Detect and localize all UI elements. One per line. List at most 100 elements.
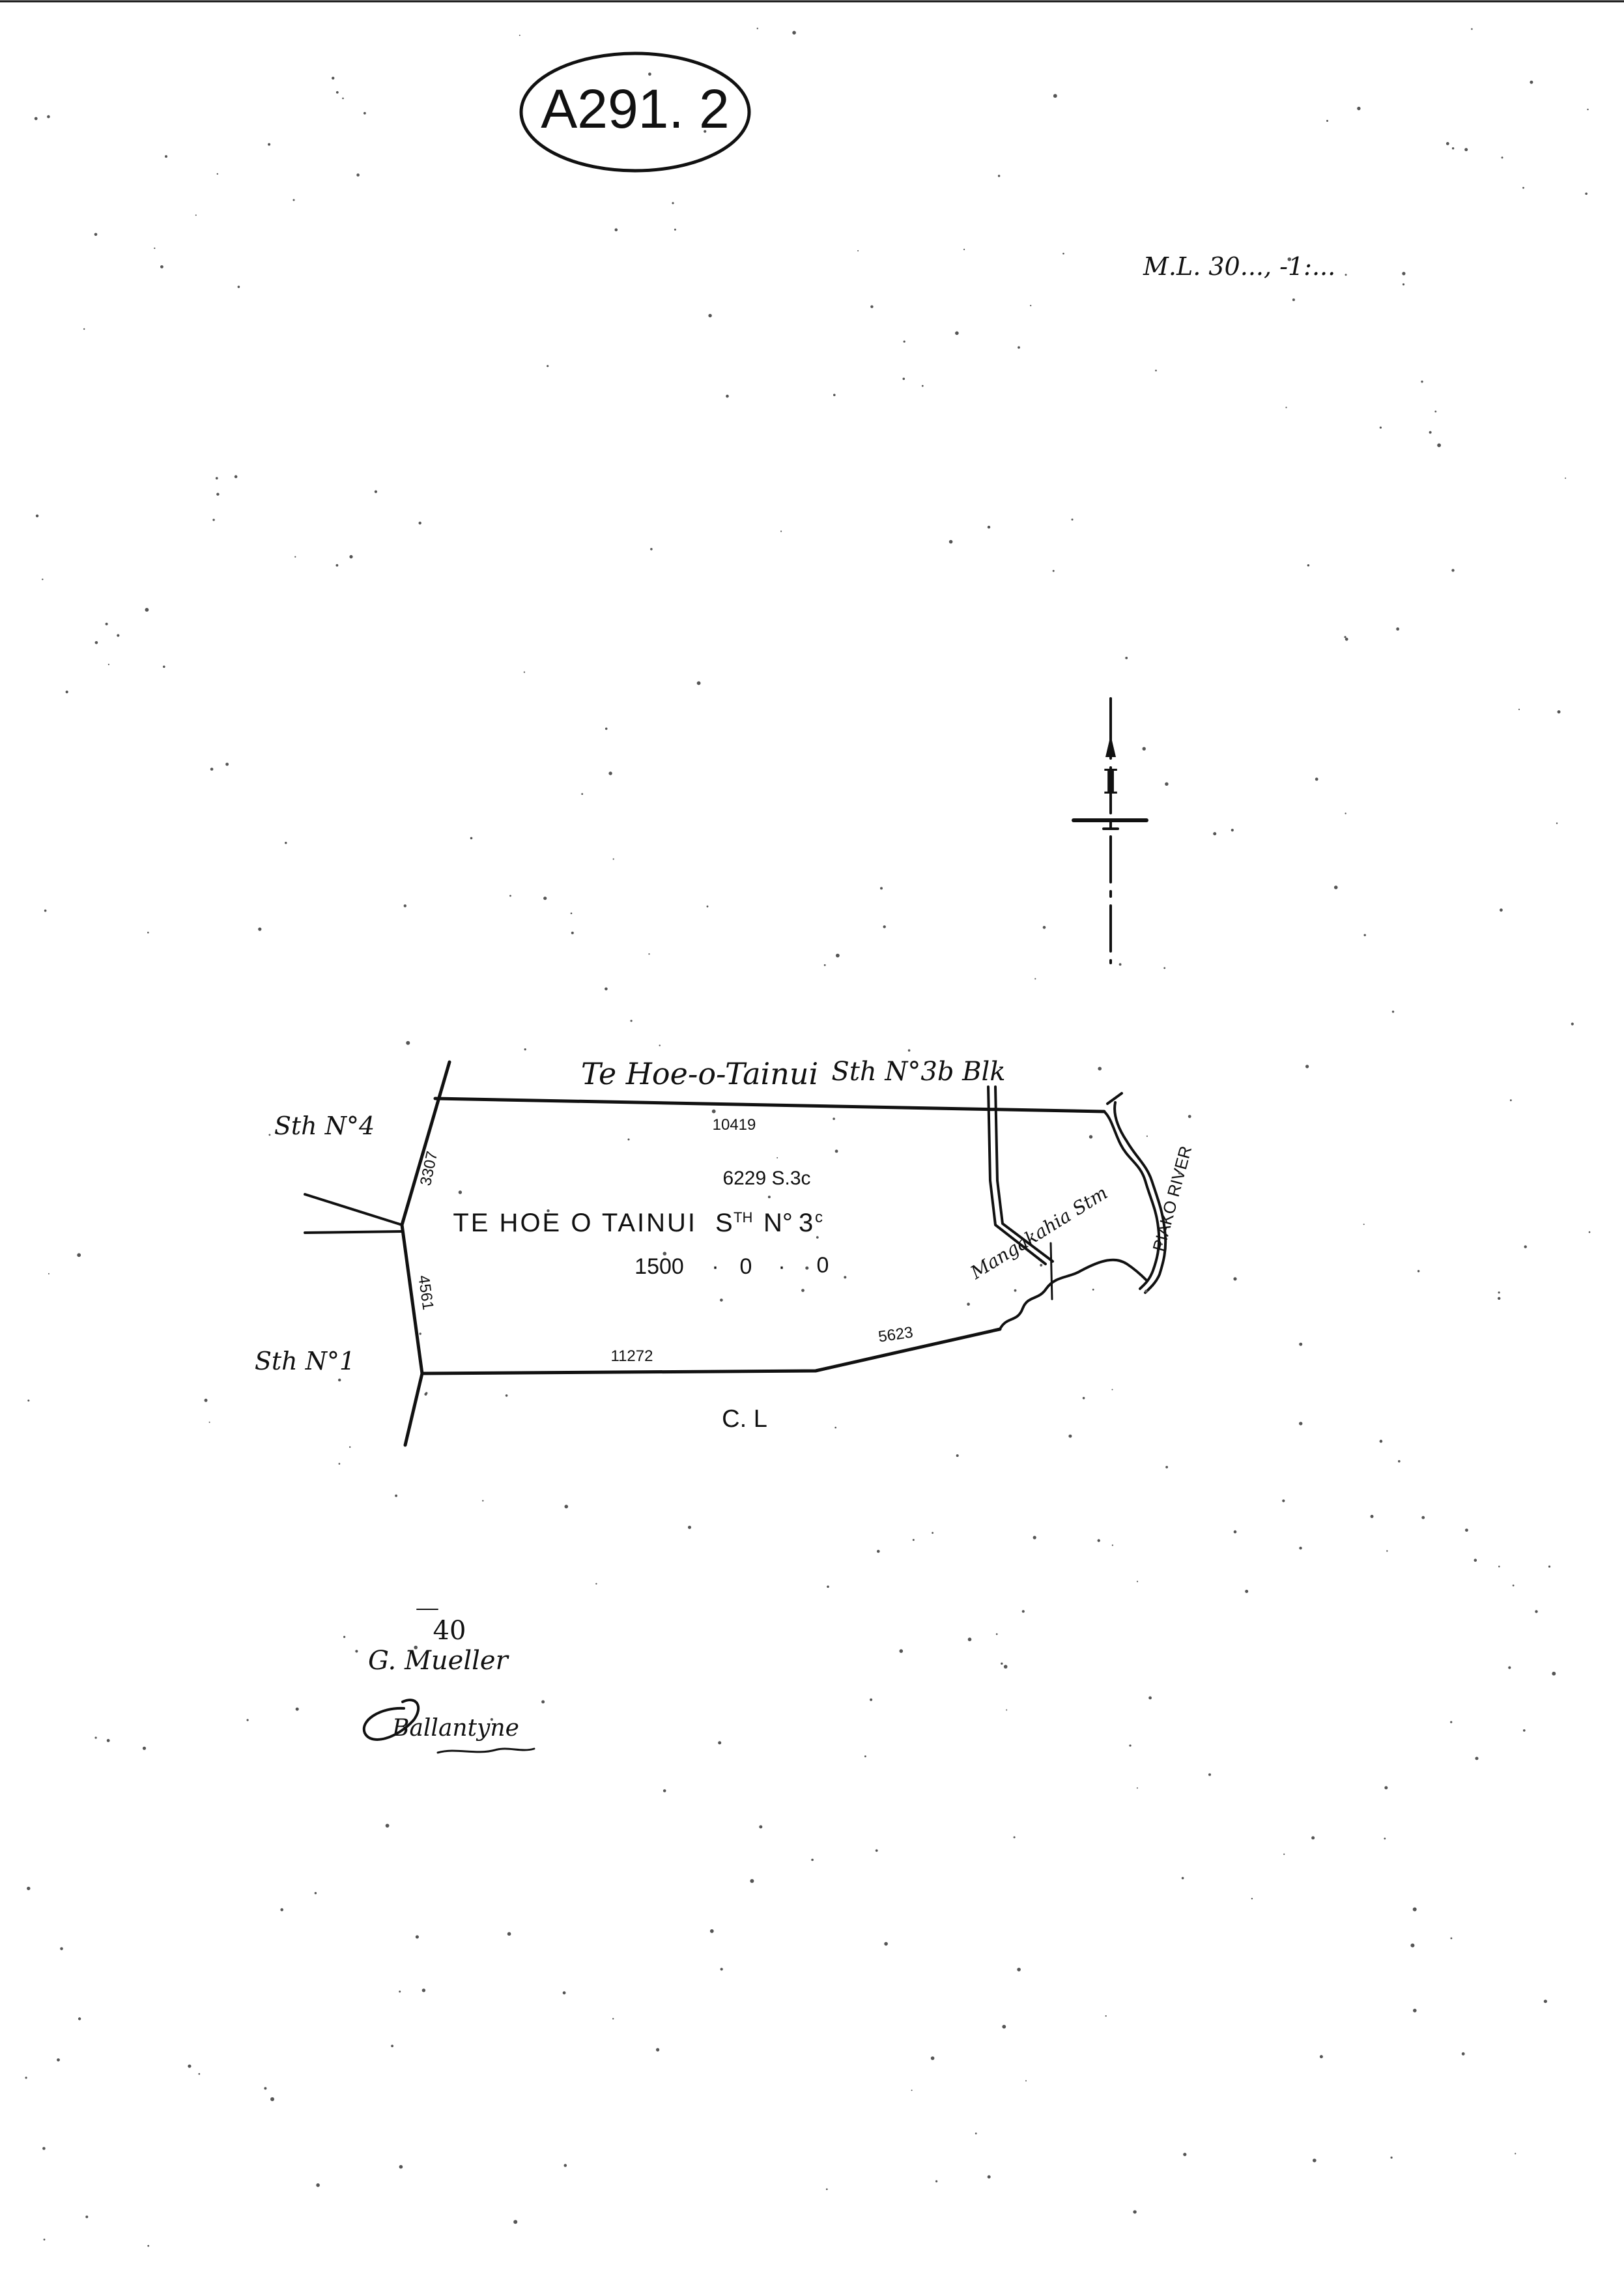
scan-speck [1474, 1558, 1477, 1562]
scan-speck [482, 1500, 484, 1502]
scan-speck [792, 31, 796, 35]
scan-speck [659, 1044, 661, 1046]
scan-speck [27, 1400, 30, 1402]
scan-speck [421, 1989, 426, 1992]
scan-speck [844, 1276, 847, 1279]
scan-speck [1557, 710, 1561, 714]
scan-speck [1391, 1011, 1395, 1013]
scan-speck [1042, 926, 1046, 929]
scan-speck [1450, 1937, 1453, 1940]
scan-speck [1245, 1590, 1249, 1593]
scan-speck [1118, 963, 1122, 966]
scan-speck [1417, 1270, 1420, 1272]
scan-speck [44, 909, 47, 912]
scan-speck [1283, 1853, 1285, 1855]
scan-speck [1509, 1099, 1512, 1102]
scan-speck [374, 490, 378, 493]
scan-speck [1421, 1515, 1425, 1519]
scan-speck [1299, 1342, 1303, 1346]
scan-speck [419, 1332, 421, 1335]
scan-speck [1089, 1135, 1093, 1139]
scan-speck [1017, 1968, 1021, 1972]
scan-speck [264, 2087, 267, 2090]
scan-speck [335, 91, 339, 94]
scan-speck [1183, 2153, 1187, 2157]
scan-speck [1565, 477, 1567, 479]
scan-speck [816, 1236, 819, 1239]
scan-speck [1285, 407, 1287, 409]
scan-speck [709, 1929, 714, 1933]
scan-speck [706, 905, 709, 908]
scan-speck [294, 556, 296, 558]
scan-speck [921, 384, 924, 387]
area-separator-2: · [778, 1254, 785, 1279]
scan-speck [674, 228, 676, 231]
adjoining-west-lower: Sth N°1 [255, 1347, 355, 1375]
scan-speck [332, 76, 335, 80]
scan-speck [117, 634, 120, 637]
sheet-number: 40 [433, 1616, 466, 1646]
scan-speck [1434, 410, 1437, 412]
scan-speck [581, 793, 584, 795]
block-section-superscript: TH [734, 1209, 752, 1226]
area-acres: 1500 [634, 1254, 684, 1279]
west-boundary-extension [403, 1371, 424, 1447]
scan-speck [458, 1190, 463, 1194]
scan-speck [1163, 967, 1166, 969]
scan-speck [1105, 2015, 1107, 2017]
scan-speck [1498, 1291, 1500, 1294]
scan-speck [1556, 822, 1558, 824]
approver-signature: Ballantyne [362, 1699, 535, 1754]
scan-speck [704, 130, 707, 133]
scan-speck [571, 931, 574, 934]
scan-speck [801, 1289, 805, 1292]
length-south-west: 11272 [611, 1347, 653, 1365]
scan-speck [836, 953, 840, 958]
scan-speck [395, 1494, 397, 1497]
scan-speck [857, 250, 859, 251]
scan-speck [356, 173, 360, 177]
scan-speck [564, 1504, 569, 1509]
scan-speck [490, 1717, 494, 1721]
scan-speck [833, 1117, 835, 1120]
scan-speck [1508, 1666, 1511, 1669]
scan-speck [198, 2073, 201, 2075]
scan-speck [1345, 637, 1348, 641]
scan-speck [1429, 431, 1432, 434]
scan-speck [42, 579, 44, 581]
scan-speck [1018, 346, 1020, 349]
scan-speck [823, 964, 826, 966]
scan-speck [1413, 2009, 1417, 2013]
length-west-lower: 4561 [414, 1274, 436, 1312]
scan-speck [987, 525, 991, 529]
scan-speck [1145, 1289, 1148, 1293]
scan-speck [1299, 1546, 1302, 1550]
scan-speck [547, 365, 549, 367]
scan-speck [562, 1991, 566, 1995]
scan-speck [963, 248, 965, 250]
scan-speck [911, 2089, 913, 2091]
scan-speck [1313, 2159, 1317, 2162]
scan-speck [1053, 94, 1057, 98]
scan-speck [1410, 1943, 1415, 1947]
scan-speck [1068, 1434, 1072, 1438]
scan-speck [1160, 1243, 1163, 1246]
river-bank-west [1103, 1110, 1161, 1290]
scan-speck [997, 175, 1001, 177]
scan-speck [1465, 1529, 1468, 1532]
scan-speck [349, 554, 353, 559]
scan-speck [43, 2238, 46, 2241]
north-arrow: I [1072, 697, 1148, 964]
river-mouth [1106, 1092, 1123, 1105]
scan-speck [547, 1209, 550, 1213]
scan-speck [505, 1394, 508, 1397]
scan-speck [216, 493, 220, 496]
scan-speck [513, 2220, 518, 2224]
adjoining-south: C. L [722, 1405, 767, 1433]
scan-speck [316, 2183, 320, 2187]
scan-speck [105, 622, 108, 625]
scan-speck [595, 1583, 597, 1585]
scan-speck [1451, 569, 1455, 572]
scan-speck [1384, 1837, 1386, 1840]
scan-speck [1136, 1787, 1138, 1789]
